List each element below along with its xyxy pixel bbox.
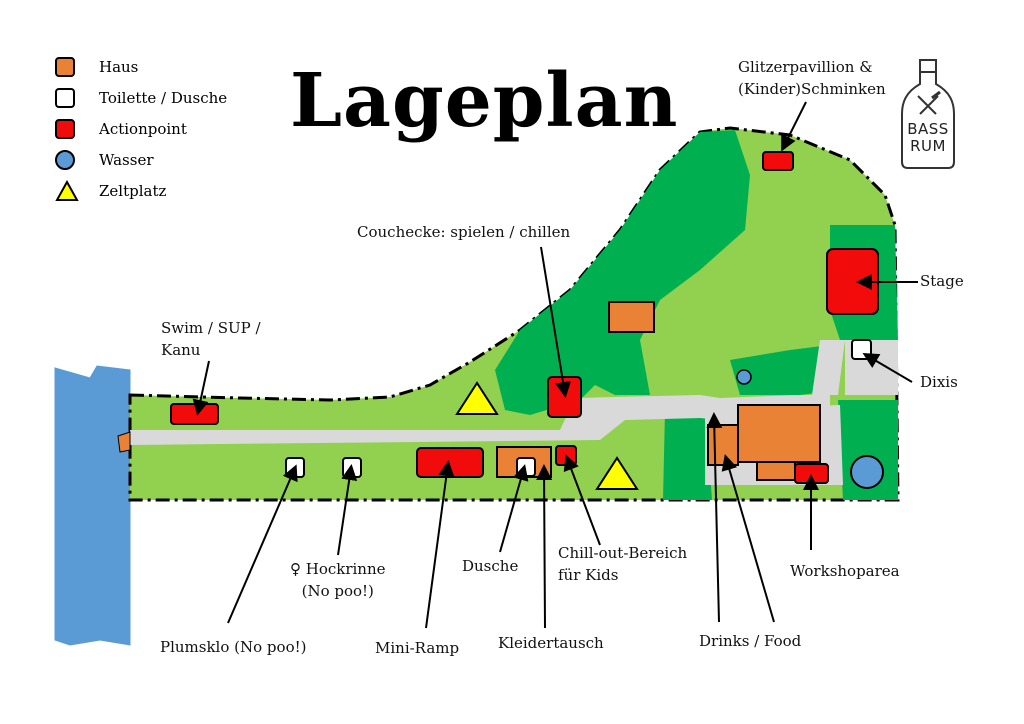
legend-swatch-haus	[55, 57, 75, 77]
action-swim	[170, 403, 219, 425]
arrow-drinks-2	[721, 454, 775, 623]
label-swim: Swim / SUP / Kanu	[161, 318, 261, 362]
water-body	[54, 365, 131, 646]
legend-label: Wasser	[99, 151, 154, 169]
action-chillout	[555, 445, 577, 466]
forest-south-east	[663, 400, 712, 500]
legend-label: Haus	[99, 58, 139, 76]
annotation-arrows	[192, 101, 918, 629]
label-glitzer-line2: (Kinder)Schminken	[738, 79, 886, 98]
label-dixis: Dixis	[920, 373, 958, 391]
label-chillout: Chill-out-Bereich für Kids	[558, 543, 687, 587]
label-plumsklo: Plumsklo (No poo!)	[160, 638, 307, 656]
arrow-hockrinne	[337, 464, 358, 556]
label-hockrinne-line1: ♀ Hockrinne	[290, 560, 386, 578]
arrow-miniramp	[425, 460, 455, 629]
page-title: Lageplan	[290, 58, 679, 144]
legend-zeltplatz: Zeltplatz	[55, 179, 166, 203]
logo-text-line2: RUM	[910, 137, 946, 155]
forest-mid-east	[730, 345, 838, 395]
legend-wasser: Wasser	[55, 148, 154, 172]
legend-swatch-wasser	[55, 150, 75, 170]
label-glitzer: Glitzerpavillion & (Kinder)Schminken	[738, 57, 886, 101]
label-miniramp: Mini-Ramp	[375, 639, 460, 657]
legend-swatch-toilette	[55, 88, 75, 108]
forest-north	[495, 130, 750, 415]
label-glitzer-line1: Glitzerpavillion &	[738, 58, 873, 76]
legend-haus: Haus	[55, 55, 138, 79]
action-glitzer	[762, 151, 794, 171]
action-couchecke	[547, 376, 582, 418]
toilet-hockrinne	[342, 457, 362, 478]
jetty	[117, 431, 131, 453]
legend-actionpoint: Actionpoint	[55, 117, 187, 141]
label-stage: Stage	[920, 272, 964, 290]
label-hockrinne: ♀ Hockrinne (No poo!)	[290, 559, 386, 603]
legend-swatch-actionpoint	[55, 119, 75, 139]
house-west	[707, 424, 739, 466]
arrow-dixis	[862, 352, 913, 383]
arrow-swim	[192, 360, 210, 416]
path-north-east	[812, 340, 845, 395]
toilet-plumsklo	[285, 457, 305, 478]
label-workshop: Workshoparea	[790, 562, 900, 580]
legend-toilette: Toilette / Dusche	[55, 86, 227, 110]
bassrum-logo: BASS RUM	[898, 58, 958, 170]
label-swim-line2: Kanu	[161, 340, 201, 359]
label-couchecke: Couchecke: spielen / chillen	[357, 223, 571, 241]
house-main	[737, 404, 821, 463]
water-point-small	[736, 369, 752, 385]
legend-label: Toilette / Dusche	[99, 89, 228, 107]
arrow-drinks-1	[706, 412, 723, 623]
legend-swatch-zeltplatz	[55, 180, 79, 201]
legend-label: Actionpoint	[99, 120, 187, 138]
water-point-large	[850, 455, 884, 489]
label-chillout-line2: für Kids	[558, 565, 619, 584]
action-miniramp	[416, 447, 484, 478]
arrow-plumsklo	[227, 464, 298, 624]
label-drinks: Drinks / Food	[699, 632, 802, 650]
arrow-dusche	[499, 464, 529, 553]
logo-text-line1: BASS	[907, 120, 949, 138]
label-hockrinne-line2: (No poo!)	[301, 581, 374, 600]
label-chillout-line1: Chill-out-Bereich	[558, 544, 688, 562]
label-kleidertausch: Kleidertausch	[498, 634, 604, 652]
house-annex	[756, 461, 796, 481]
tent-area-north	[455, 381, 499, 415]
arrow-kleidertausch	[536, 464, 553, 629]
arrow-chillout	[563, 454, 601, 546]
main-path	[130, 395, 830, 445]
arrow-glitzer	[781, 101, 807, 152]
arrow-couchecke	[540, 246, 571, 398]
label-dusche: Dusche	[462, 557, 519, 575]
shower	[516, 457, 536, 477]
legend-label: Zeltplatz	[99, 182, 167, 200]
tent-area-south	[595, 456, 639, 490]
bottle-icon	[901, 59, 955, 169]
house-north	[608, 301, 655, 333]
label-swim-line1: Swim / SUP /	[161, 319, 261, 337]
